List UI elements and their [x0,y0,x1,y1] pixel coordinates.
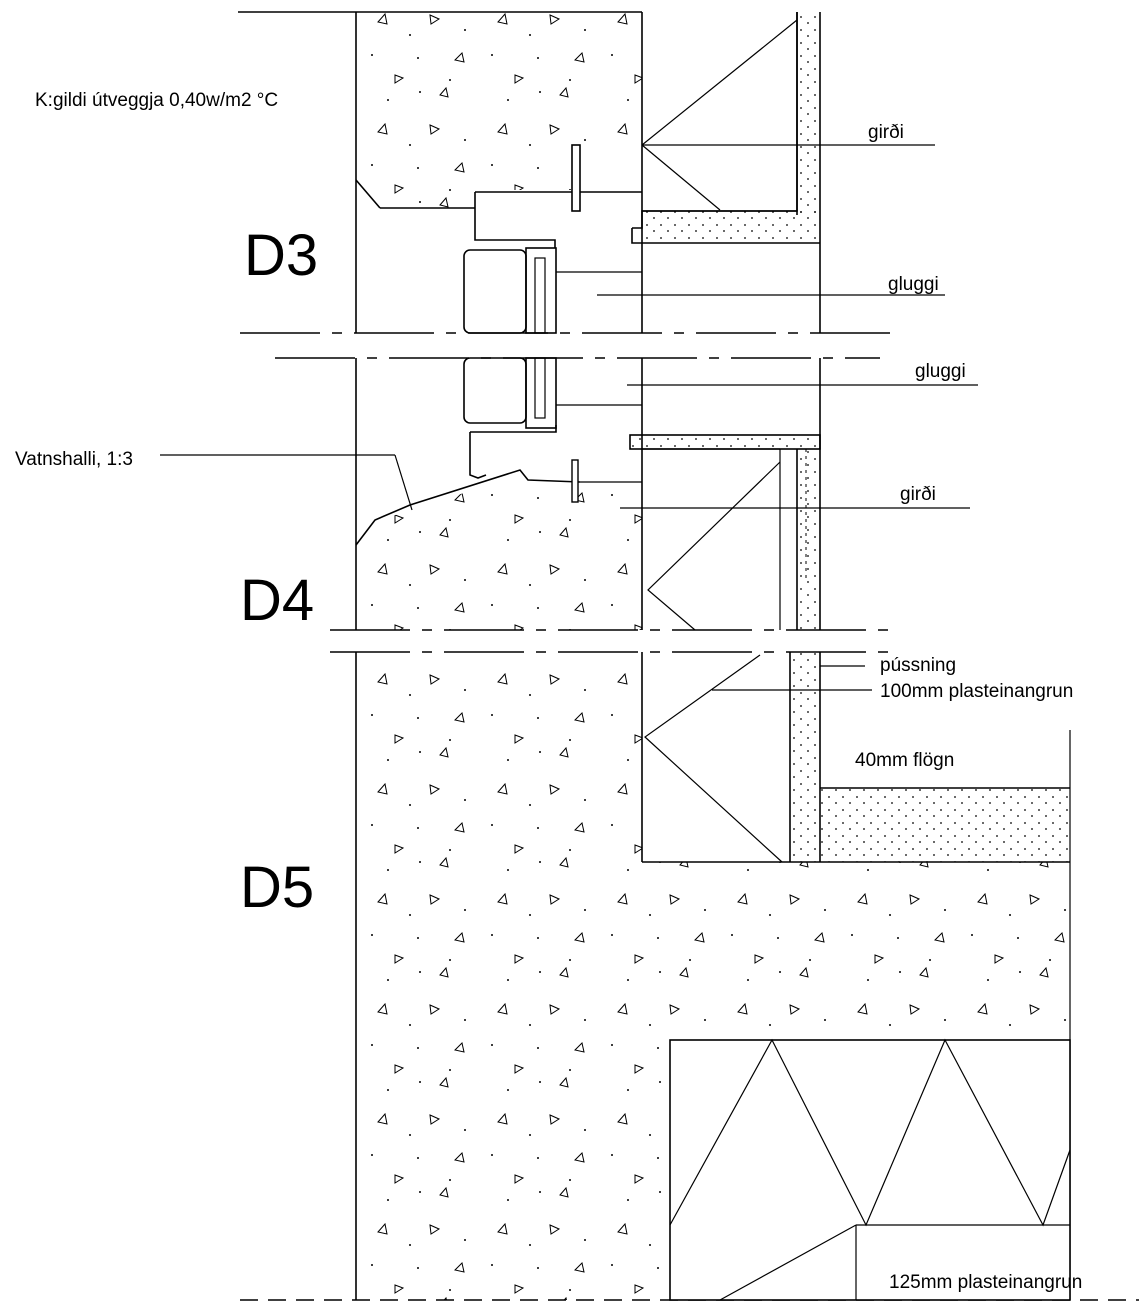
u-value-note: K:gildi útveggja 0,40w/m2 °C [35,90,278,111]
gluggi-window-frame [463,144,642,479]
section-d4-label: D4 [240,568,314,633]
insulation-125mm [669,1038,1071,1301]
concrete-top-d3 [238,11,642,333]
girdi-mid-label: girði [900,484,936,505]
insulation-girdi-d4 [160,358,978,631]
section-break-d4-d5 [330,629,900,653]
gluggi-bottom-label: gluggi [915,361,966,382]
section-d5-label: D5 [240,855,314,920]
insulation-girdi-d3 [597,12,945,333]
section-break-d3-d4 [240,332,900,359]
flogn-label: 40mm flögn [855,750,954,771]
vatnshalli-label: Vatnshalli, 1:3 [15,449,133,470]
plasteinangrun-100-label: 100mm plasteinangrun [880,681,1073,702]
insulation-and-floor-d5 [644,652,1071,1300]
plasteinangrun-125-label: 125mm plasteinangrun [889,1272,1082,1293]
pussning-label: pússning [880,655,956,676]
section-d3-label: D3 [244,223,318,288]
concrete-d4 [355,358,642,630]
gluggi-top-label: gluggi [888,274,939,295]
girdi-top-label: girði [868,122,904,143]
